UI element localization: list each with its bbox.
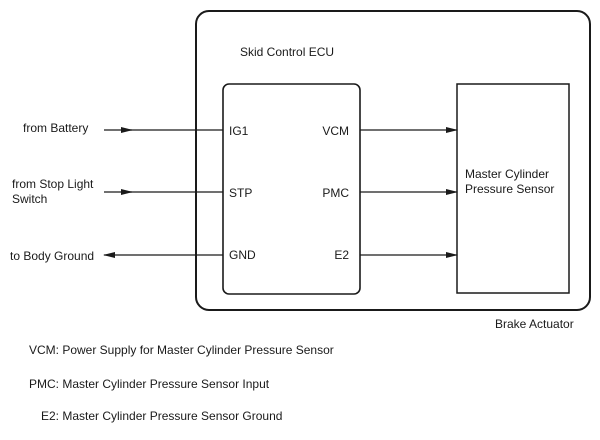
sensor-label-line2: Pressure Sensor: [465, 182, 554, 196]
sensor-box: [456, 83, 570, 294]
label-from-stop-light-2: Switch: [12, 192, 47, 206]
pin-gnd: GND: [229, 248, 256, 262]
brake-actuator-label: Brake Actuator: [495, 317, 574, 331]
pin-ig1: IG1: [229, 124, 249, 138]
label-from-battery: from Battery: [23, 121, 88, 135]
sensor-label-line1: Master Cylinder: [465, 167, 549, 181]
pin-pmc: PMC: [322, 186, 349, 200]
brake-actuator-box: [195, 10, 591, 311]
pin-stp: STP: [229, 186, 252, 200]
label-to-body-ground: to Body Ground: [10, 249, 94, 263]
label-from-stop-light-1: from Stop Light: [12, 177, 94, 191]
pin-vcm: VCM: [322, 124, 349, 138]
pin-e2: E2: [334, 248, 349, 262]
ecu-title: Skid Control ECU: [240, 45, 334, 59]
ecu-box: [222, 83, 361, 295]
